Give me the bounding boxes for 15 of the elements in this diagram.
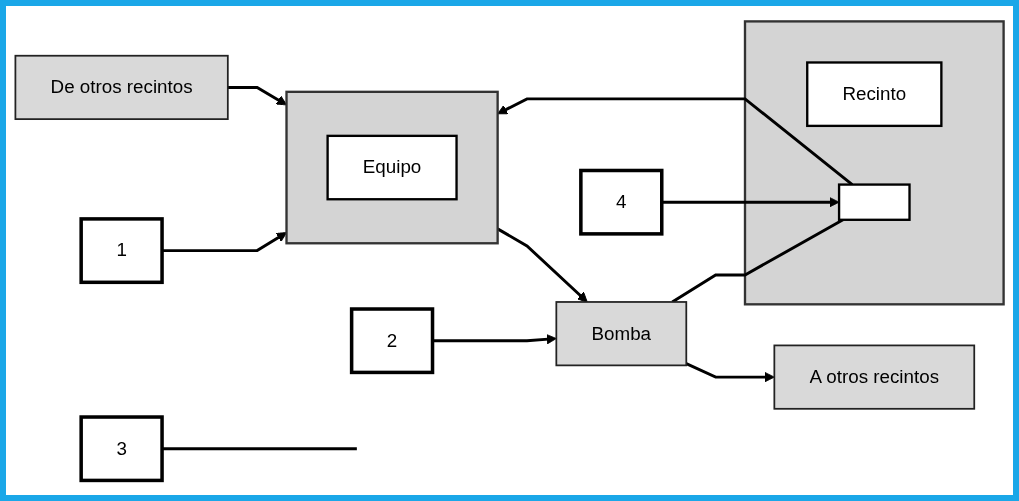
node-box: 4 bbox=[579, 168, 664, 236]
cluster bbox=[743, 19, 1005, 306]
arrow bbox=[685, 361, 775, 382]
node-box: 1 bbox=[79, 216, 164, 284]
node-box: A otros recintos bbox=[773, 344, 976, 410]
node-box: 2 bbox=[349, 306, 435, 374]
node-box: 3 bbox=[79, 414, 164, 482]
connector bbox=[671, 218, 844, 303]
node-box: Recinto bbox=[806, 60, 943, 127]
node-box: De otros recintos bbox=[14, 54, 229, 120]
cluster bbox=[285, 90, 499, 245]
node-box: Bomba bbox=[555, 300, 688, 366]
node-box bbox=[837, 183, 911, 221]
arrow bbox=[227, 85, 287, 105]
node-box: Equipo bbox=[326, 134, 458, 200]
